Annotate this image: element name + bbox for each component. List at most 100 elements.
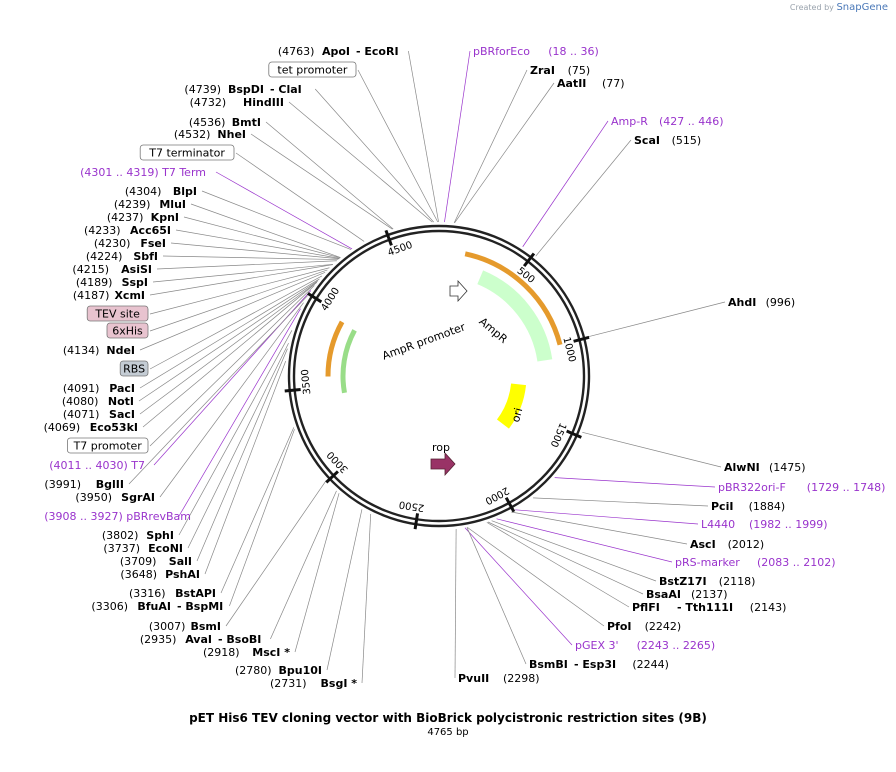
site-position: (996) [766, 296, 796, 309]
site-name: Eco53kI [90, 421, 138, 434]
leader-line [515, 509, 699, 525]
primer-range: (2243 .. 2265) [637, 639, 716, 652]
leader-line [454, 529, 457, 679]
leader-line [408, 50, 439, 223]
site-name: NheI [217, 128, 246, 141]
ruler-tick [522, 252, 536, 268]
leader-line [361, 514, 372, 684]
feature-box-label: RBS [123, 363, 145, 376]
site-position: (4215) [72, 263, 109, 276]
site-name: AsiSI [121, 263, 152, 276]
leader-line [235, 152, 365, 242]
site-position: (4189) [76, 276, 113, 289]
site-position: (2012) [728, 538, 765, 551]
leader-line [491, 520, 657, 582]
site-name: BstAPI [175, 587, 216, 600]
leader-line [201, 190, 352, 250]
ruler-tick-label: 2500 [398, 498, 425, 513]
leader-line [152, 263, 333, 283]
site-position: (4536) [189, 116, 226, 129]
site-name: KpnI [151, 211, 179, 224]
primer-range: (1729 .. 1748) [807, 481, 886, 494]
leader-line [178, 308, 301, 517]
ruler-tick [307, 292, 323, 304]
leader-line [454, 82, 555, 223]
leader-line [466, 527, 527, 665]
site-name: PshAI [165, 568, 200, 581]
site-name: NdeI [106, 344, 135, 357]
snapgene-logo: SnapGene [836, 2, 888, 13]
leader-line [522, 120, 609, 247]
site-name: PciI [711, 500, 733, 513]
leader-line [582, 431, 722, 468]
site-name: BglII [96, 478, 124, 491]
primer-arc [464, 251, 563, 346]
leader-line [149, 269, 328, 332]
leader-line [496, 518, 673, 563]
site-position: (2137) [691, 588, 728, 601]
ruler-tick-label: 2000 [483, 484, 511, 506]
site-name: MluI [159, 198, 186, 211]
leader-line [467, 527, 605, 627]
leader-line [294, 493, 340, 653]
site-position: (1475) [769, 461, 806, 474]
site-name-alt: - ClaI [270, 83, 302, 96]
site-position: (3802) [102, 529, 139, 542]
site-name-alt: - BspMI [177, 600, 223, 613]
site-name: BlpI [173, 185, 197, 198]
site-name: BsgI * [321, 677, 358, 690]
snapgene-brand: Created by SnapGene [789, 2, 888, 13]
plasmid-length: 4765 bp [427, 727, 469, 738]
feature-box [139, 144, 235, 161]
leader-line [170, 242, 340, 260]
site-name: MscI * [252, 646, 290, 659]
leader-line [464, 527, 573, 646]
site-name: BmtI [232, 116, 261, 129]
site-name: SphI [146, 529, 174, 542]
site-position: (4763) [278, 45, 315, 58]
primer-range: (18 .. 36) [548, 45, 599, 58]
site-position: (2731) [270, 677, 307, 690]
site-name-alt: - Tth111I [677, 601, 733, 614]
amp-r-label: AmpR [476, 315, 510, 346]
site-position: (4304) [125, 185, 162, 198]
site-position: (3007) [149, 620, 186, 633]
leader-line [128, 295, 308, 485]
site-name: AlwNI [724, 461, 760, 474]
leader-line [487, 521, 644, 595]
feature-box-label: TEV site [94, 308, 140, 321]
site-position: (2242) [645, 620, 682, 633]
site-position: (4224) [86, 250, 123, 263]
site-name-alt: - EcoRI [356, 45, 399, 58]
leader-line [175, 229, 340, 259]
ruler-tick [566, 429, 582, 439]
site-position: (3737) [103, 542, 140, 555]
label-leader-lines [128, 50, 726, 684]
site-name: SalI [169, 555, 192, 568]
ruler-tick-label: 1500 [548, 421, 568, 449]
leader-line [178, 330, 293, 536]
site-name: SbfI [133, 250, 158, 263]
site-name: BfuAI [137, 600, 171, 613]
ruler-tick [504, 496, 516, 513]
primer-label: pBR322ori-F [718, 481, 786, 494]
site-name: AhdI [728, 296, 756, 309]
primer-label: (4301 .. 4319) T7 Term [80, 166, 206, 179]
ruler-tick [413, 513, 420, 530]
site-position: (4071) [63, 408, 100, 421]
leader-line [288, 101, 433, 223]
leader-line [225, 480, 327, 627]
site-position: (3950) [75, 491, 112, 504]
primer-range: (427 .. 446) [659, 115, 724, 128]
primer-label: pRS-marker [675, 556, 740, 569]
leader-line [215, 171, 353, 250]
site-position: (2143) [750, 601, 787, 614]
site-name: PfoI [607, 620, 632, 633]
site-name: HindIII [243, 96, 284, 109]
leader-line [139, 281, 318, 415]
green-arc [340, 329, 357, 394]
primer-arc [325, 320, 345, 377]
site-position: (75) [568, 64, 591, 77]
